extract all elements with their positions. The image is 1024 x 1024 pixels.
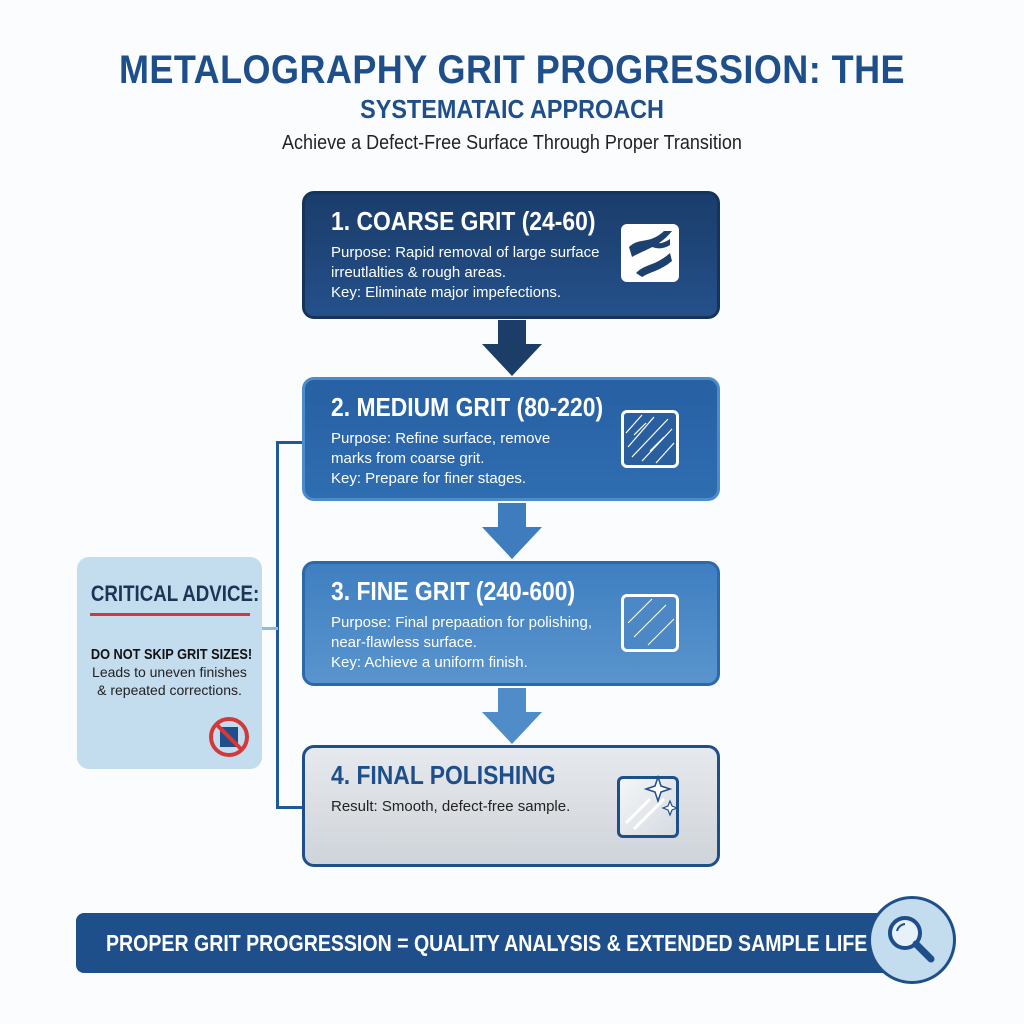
summary-banner: PROPER GRIT PROGRESSION = QUALITY ANALYS… xyxy=(76,913,906,973)
step-title: 3. FINE GRIT (240-600) xyxy=(331,576,576,606)
medium-scratch-icon xyxy=(621,410,679,468)
step-title: 4. FINAL POLISHING xyxy=(331,760,556,790)
advice-desc: & repeated corrections. xyxy=(97,682,242,698)
polished-sparkle-icon xyxy=(617,774,679,838)
step-text: marks from coarse grit. xyxy=(331,450,485,467)
magnifier-icon xyxy=(868,896,956,984)
advice-title: CRITICAL ADVICE: xyxy=(90,581,260,606)
page-title: METALOGRAPHY GRIT PROGRESSION: THE xyxy=(118,48,906,92)
step-text: irreutlalties & rough areas. xyxy=(331,264,507,281)
banner-text: PROPER GRIT PROGRESSION = QUALITY ANALYS… xyxy=(106,930,868,956)
step-text: Purpose: Refine surface, remove xyxy=(331,430,551,447)
step-fine-grit: 3. FINE GRIT (240-600) Purpose: Final pr… xyxy=(302,561,720,686)
step-medium-grit: 2. MEDIUM GRIT (80-220) Purpose: Refine … xyxy=(302,377,720,501)
step-text: near-flawless surface. xyxy=(331,634,477,651)
arrow-down-icon xyxy=(482,320,542,376)
arrow-down-icon xyxy=(482,503,542,559)
connector-bottom xyxy=(276,806,304,809)
no-skip-icon xyxy=(209,717,249,757)
step-title: 1. COARSE GRIT (24-60) xyxy=(331,206,596,236)
connector-vertical xyxy=(276,441,279,809)
page-subtitle: Achieve a Defect-Free Surface Through Pr… xyxy=(282,132,742,154)
step-text: Result: Smooth, defect-free sample. xyxy=(331,798,571,815)
step-text: Key: Eliminate major impefections. xyxy=(331,284,562,301)
coarse-scratch-icon xyxy=(621,224,679,282)
page-title-line2: SYSTEMATAIC APPROACH xyxy=(360,94,664,124)
step-title: 2. MEDIUM GRIT (80-220) xyxy=(331,392,604,422)
advice-desc: Leads to uneven finishes xyxy=(92,664,247,680)
step-text: Key: Prepare for finer stages. xyxy=(331,470,527,487)
arrow-down-icon xyxy=(482,688,542,744)
advice-divider xyxy=(89,613,250,616)
critical-advice-panel: CRITICAL ADVICE: DO NOT SKIP GRIT SIZES!… xyxy=(77,557,262,769)
step-text: Purpose: Final prepaation for polishing, xyxy=(331,614,592,631)
step-text: Purpose: Rapid removal of large surface xyxy=(331,244,600,261)
step-text: Key: Achieve a uniform finish. xyxy=(331,654,528,671)
connector-top xyxy=(276,441,304,444)
step-final-polishing: 4. FINAL POLISHING Result: Smooth, defec… xyxy=(302,745,720,867)
fine-scratch-icon xyxy=(621,594,679,652)
step-coarse-grit: 1. COARSE GRIT (24-60) Purpose: Rapid re… xyxy=(302,191,720,319)
advice-warning: DO NOT SKIP GRIT SIZES! xyxy=(90,646,253,663)
connector-advice xyxy=(261,627,278,630)
